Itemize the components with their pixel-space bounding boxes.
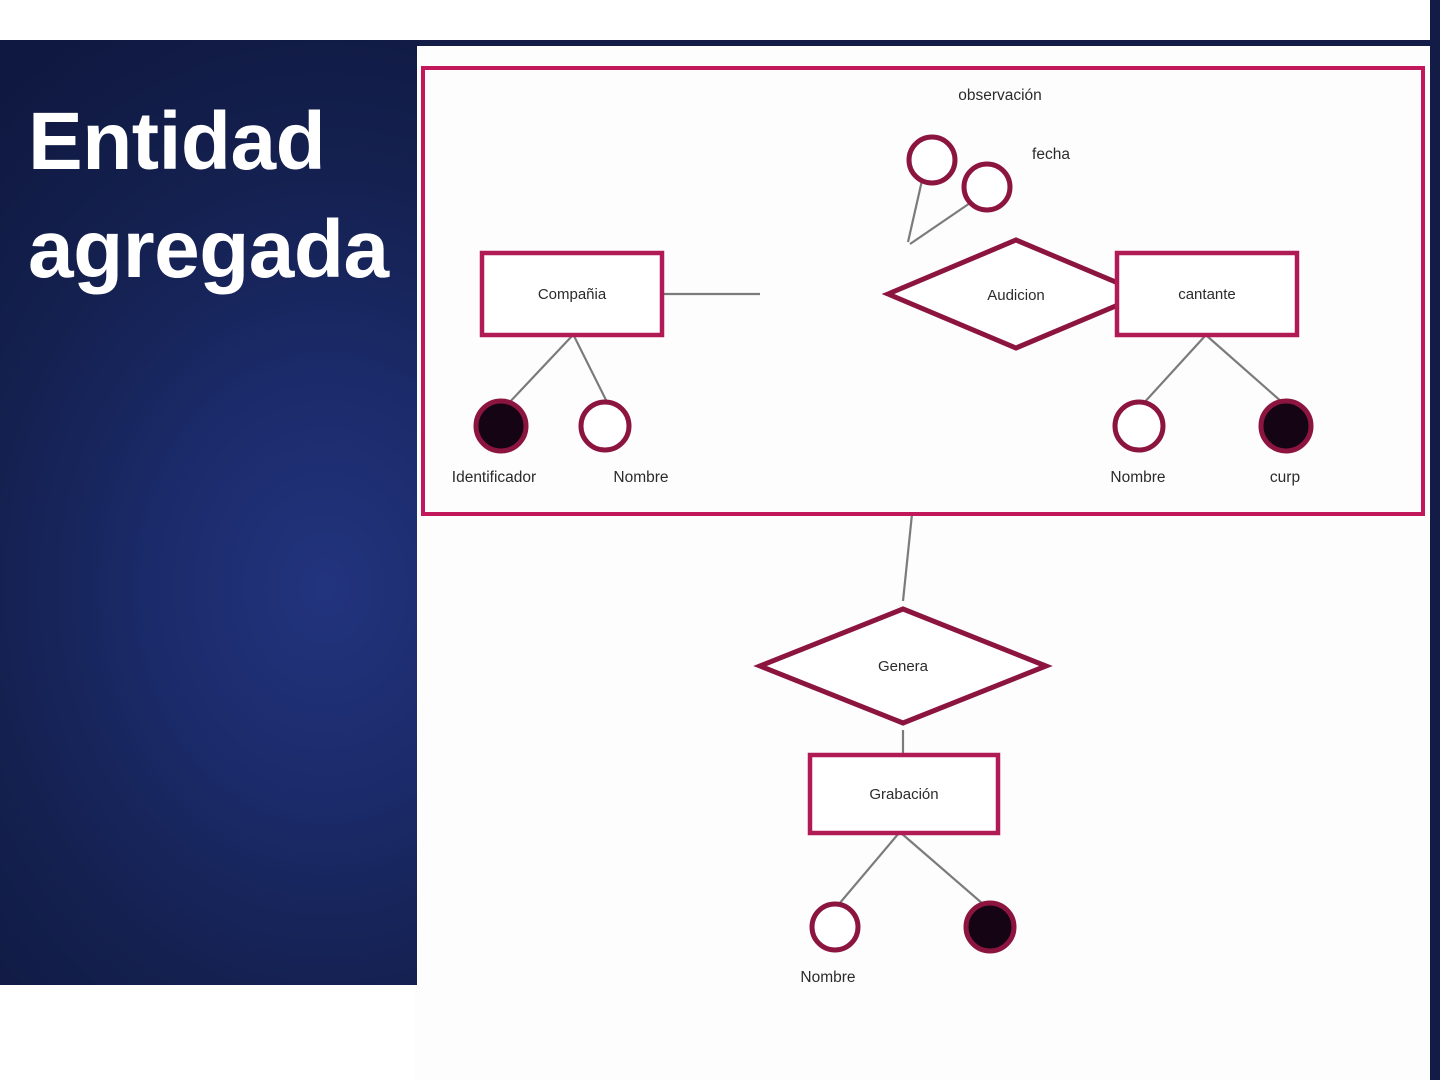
attribute-clave-grabacion-circle [963,900,1017,954]
attribute-clave-grabacion[interactable] [963,900,1017,954]
relationship-genera[interactable]: Genera [753,606,1053,726]
attribute-nombre-grabacion-circle [809,901,861,953]
attribute-observacion[interactable]: observación [906,87,1042,186]
attribute-curp-label: curp [1270,469,1300,486]
attribute-nombre-cantante[interactable]: Nombre [1110,399,1166,486]
right-frame-edge [1430,0,1440,1080]
attribute-nombre-grabacion[interactable]: Nombre [800,901,861,986]
relationship-genera-label: Genera [878,658,929,675]
attribute-observacion-label: observación [958,87,1042,104]
connector-compania-identificador [506,335,573,406]
connector-cantante-curp [1206,335,1284,404]
attribute-curp-circle [1258,398,1314,454]
connector-aggregation-genera [901,513,914,602]
connector-audicion-observacion [906,175,925,243]
attribute-nombre-compania-label: Nombre [613,469,668,486]
entity-compania-box [479,250,665,338]
top-frame-strip [415,40,1430,46]
attribute-fecha-circle [961,161,1013,213]
aggregation-box [421,66,1425,516]
connector-compania-nombre [573,335,609,405]
attribute-nombre-compania-circle [578,399,632,453]
attribute-fecha[interactable]: fecha [961,146,1070,213]
entity-cantante-box [1114,250,1300,338]
connector-grabacion-clave [900,832,984,905]
er-diagram: Compañia Audicion cantante observación f… [421,66,1425,986]
attribute-nombre-grabacion-label: Nombre [800,969,855,986]
attribute-nombre-cantante-label: Nombre [1110,469,1165,486]
diagram-canvas: Compañia Audicion cantante observación f… [415,46,1430,1080]
attribute-curp[interactable]: curp [1258,398,1314,486]
connector-audicion-fecha [909,200,974,245]
entity-cantante[interactable]: cantante [1114,250,1300,338]
title-panel: Entidad agregada [0,40,417,985]
entity-grabacion-box [807,752,1001,836]
attribute-observacion-circle [906,134,958,186]
attribute-nombre-cantante-circle [1112,399,1166,453]
connector-cantante-nombre [1141,335,1206,406]
relationship-genera-diamond [753,606,1053,726]
attribute-identificador[interactable]: Identificador [452,398,536,486]
entity-compania[interactable]: Compañia [479,250,665,338]
attribute-fecha-label: fecha [1032,146,1070,163]
relationship-audicion[interactable]: Audicion [881,237,1151,351]
relationship-audicion-label: Audicion [987,287,1045,304]
attribute-nombre-compania[interactable]: Nombre [578,399,669,486]
page-title: Entidad agregada [28,96,389,296]
entity-grabacion-label: Grabación [869,786,938,803]
connector-grabacion-nombre [838,832,900,905]
entity-compania-label: Compañia [538,286,607,303]
attribute-identificador-label: Identificador [452,469,536,486]
attribute-identificador-circle [473,398,529,454]
entity-cantante-label: cantante [1178,286,1236,303]
entity-grabacion[interactable]: Grabación [807,752,1001,836]
